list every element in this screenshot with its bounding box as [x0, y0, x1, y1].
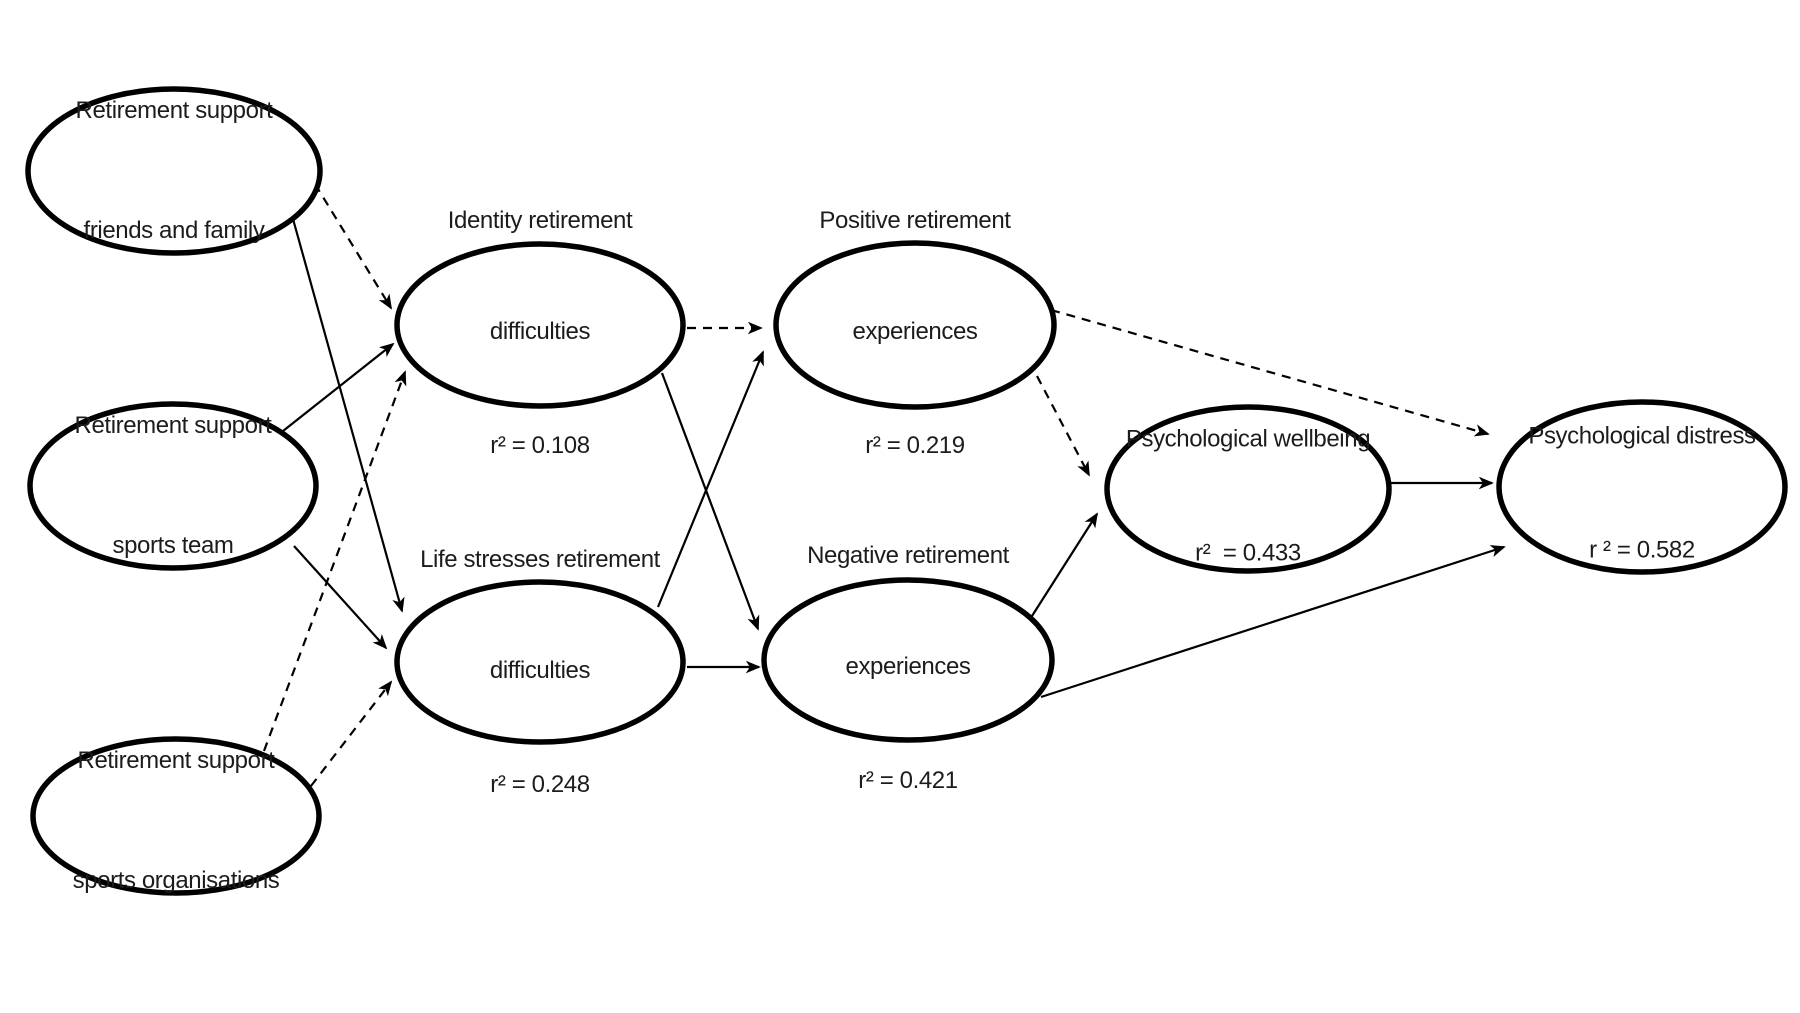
node-ellipse-sports-organisations — [30, 736, 322, 896]
edge-sports-team-to-identity — [282, 342, 395, 432]
edge-negative-to-wellbeing — [1031, 512, 1099, 617]
edge-positive-to-distress — [1050, 308, 1490, 437]
edge-friends-family-to-identity — [314, 183, 392, 310]
node-ellipse-positive-experiences — [773, 240, 1057, 410]
node-ellipse-negative-experiences — [761, 577, 1055, 743]
node-ellipse-psychological-distress — [1496, 399, 1788, 575]
edge-positive-to-wellbeing — [1036, 375, 1090, 477]
edge-sports-orgs-to-life-stresses — [310, 680, 393, 787]
edge-negative-to-distress — [1040, 545, 1506, 699]
edge-life-stresses-to-positive — [656, 350, 765, 608]
node-ellipse-sports-team — [27, 401, 319, 571]
node-ellipse-psychological-wellbeing — [1104, 404, 1392, 574]
edge-sports-orgs-to-identity — [262, 370, 407, 752]
edge-friends-family-to-life-stresses — [291, 218, 405, 613]
node-ellipse-life-stresses-difficulties — [394, 579, 686, 745]
edge-identity-to-negative — [660, 372, 760, 631]
node-ellipse-friends-family — [25, 86, 323, 256]
node-ellipse-identity-difficulties — [394, 241, 686, 409]
edge-sports-team-to-life-stresses — [293, 545, 388, 650]
